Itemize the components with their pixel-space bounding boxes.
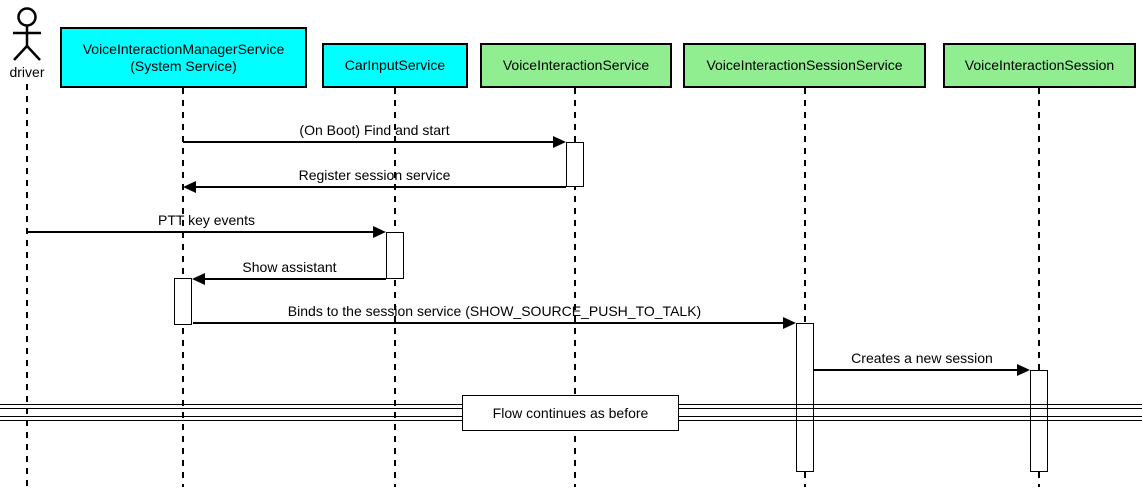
activation-voice-interaction-session-service [796,323,814,472]
participant-label: VoiceInteractionService [502,57,650,73]
lifeline-car-input-service [394,88,396,487]
participant-label: VoiceInteractionSessionService [706,57,903,73]
activation-car-input-service [386,232,404,279]
participant-label: CarInputService [344,57,446,73]
arrowhead-right-icon [1017,364,1030,376]
lifeline-voice-interaction-session [1038,88,1040,487]
participant-sublabel: (System Service) [130,57,237,74]
actor-label: driver [9,64,45,80]
participant-voice-interaction-session: VoiceInteractionSession [943,43,1136,88]
activation-voice-interaction-session [1030,370,1048,472]
message-line [27,231,374,233]
participant-voice-interaction-session-service: VoiceInteractionSessionService [683,43,926,88]
lifeline-voice-interaction-session-service [804,88,806,487]
message-label-show-assistant: Show assistant [242,259,337,275]
arrowhead-right-icon [783,317,796,329]
message-label-register-session-service: Register session service [298,167,451,183]
actor-stick-figure-icon [13,7,41,61]
arrowhead-right-icon [373,226,386,238]
message-label-on-boot-find-and-start: (On Boot) Find and start [299,122,450,138]
participant-car-input-service: CarInputService [322,43,468,88]
message-line [183,141,554,143]
participant-label: VoiceInteractionManagerService [82,40,285,57]
message-label-creates-a-new-session: Creates a new session [851,350,993,366]
activation-voice-interaction-service [566,142,584,187]
arrowhead-left-icon [183,181,196,193]
arrowhead-left-icon [192,273,205,285]
message-line [205,278,386,280]
activation-voice-interaction-manager-service [174,278,192,325]
message-line [193,322,784,324]
message-label-ptt-key-events: PTT key events [157,212,255,228]
participant-voice-interaction-manager-service: VoiceInteractionManagerService (System S… [60,27,307,88]
message-line [814,369,1018,371]
lifeline-voice-interaction-service [574,88,576,487]
divider-label: Flow continues as before [492,405,649,421]
participant-label: VoiceInteractionSession [964,57,1115,73]
message-line [196,186,566,188]
participant-voice-interaction-service: VoiceInteractionService [480,43,672,88]
lifeline-driver [26,84,28,487]
divider-label-box: Flow continues as before [462,395,679,431]
arrowhead-right-icon [553,136,566,148]
message-label-binds-to-session-service: Binds to the session service (SHOW_SOURC… [287,303,702,319]
